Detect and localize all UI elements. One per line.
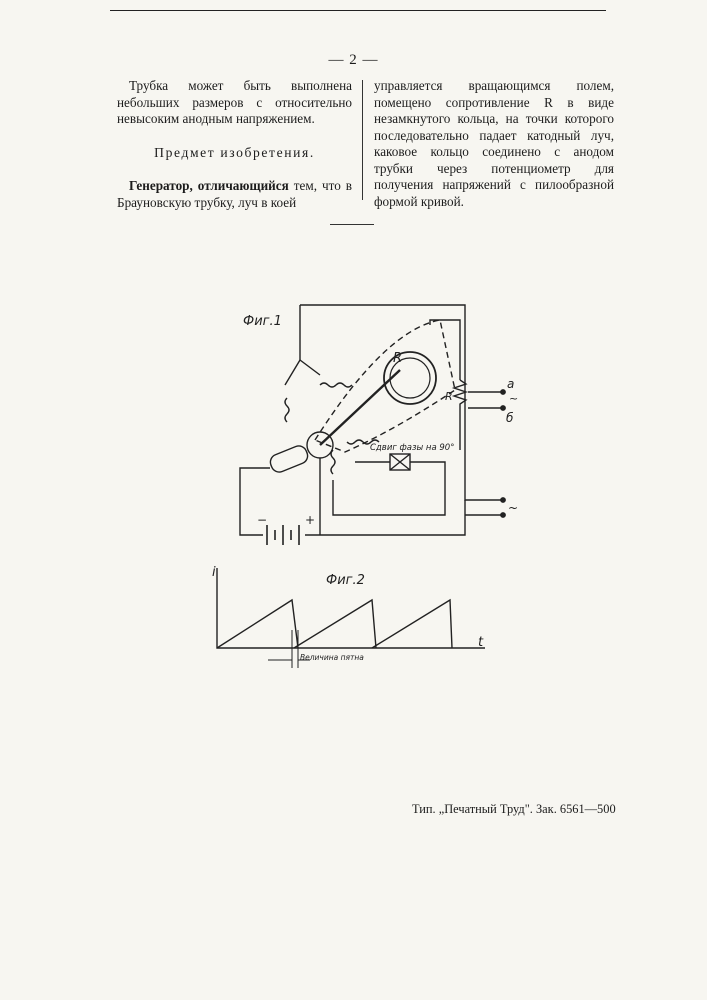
coil-top [320,383,352,387]
potentiometer [454,380,466,420]
x-axis-label: t [478,635,484,650]
phase-note: Сдвиг фазы на 90° [370,443,454,453]
ring-label: R [393,351,402,366]
frame-wire-right [460,390,503,500]
y-axis-label: i [212,565,216,580]
left-paragraph-1-text: Трубка может быть выполнена небольших ра… [117,78,352,126]
section-heading: Предмет изобретения. [117,145,352,162]
left-column: Трубка может быть выполнена небольших ра… [117,78,352,211]
claim-continuation: управляется вращающимся полем, помещено … [374,78,614,210]
circuit-diagram: Фиг.1 R R а ~ б ~ Сдвиг фазы на 90° − + [225,290,525,550]
sawtooth-cycle-3 [372,600,452,648]
potentiometer-label: R [445,390,453,403]
phase-shifter-cross [390,454,410,470]
sawtooth-diagram: i t Фиг.2 Величина пятна [200,560,500,670]
terminal-b-label: б [506,411,514,425]
frame-wire-top [300,305,465,390]
battery-wire [240,468,465,535]
terminal-b [501,406,505,410]
terminal-a-label: а [507,377,514,391]
section-rule [330,224,374,225]
coil-bottom [331,450,335,474]
terminal-a [501,390,505,394]
tilde-upper: ~ [509,392,518,405]
coil-left [285,398,289,422]
imprint: Тип. „Печатный Труд". Зак. 6561—500 [412,802,616,817]
left-paragraph-1: Трубка может быть выполнена небольших ра… [117,78,352,128]
electron-gun [268,444,310,475]
battery-minus: − [257,513,267,527]
deflection-wire-top [285,360,320,385]
cathode-beam [320,370,400,445]
sawtooth-cycle-2 [294,600,376,648]
gap-label: Величина пятна [300,653,364,662]
claim-start: Генератор, отличающийся тем, что в Браун… [117,178,352,211]
output-leads [468,392,503,408]
page-number: — 2 — [0,52,707,69]
battery-plus: + [305,513,315,527]
figure2-label: Фиг.2 [326,573,365,588]
phase-network-wire [333,462,445,515]
sawtooth-cycle-1 [217,600,298,648]
claim-lead: Генератор, отличающийся [129,178,289,193]
tilde-lower: ~ [508,501,518,515]
right-column: управляется вращающимся полем, помещено … [374,78,614,210]
terminal-ac [501,498,505,502]
top-rule [110,10,606,11]
column-divider [362,80,363,200]
battery [267,525,299,545]
figure1-label: Фиг.1 [243,314,282,329]
